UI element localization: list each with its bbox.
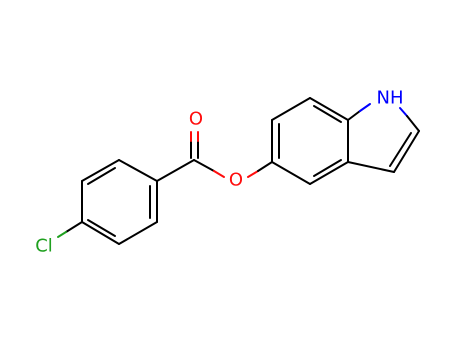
bond-ring-carbonyl	[156, 159, 195, 182]
bond-c7a-n1-blue	[359, 103, 371, 112]
indole-pyrrole-ring	[347, 103, 420, 173]
bond-n1-c2	[406, 115, 420, 132]
bond-c3a-c4-indole	[309, 161, 349, 185]
bond-c3-c3a	[347, 161, 395, 173]
bond-ester-o-indole	[257, 161, 273, 172]
bond-cl-segment	[57, 231, 67, 238]
indole-aromatic-inner-2	[313, 105, 342, 123]
bond-c2-c3-double	[389, 132, 412, 167]
bond-c5-c6	[81, 159, 120, 182]
bond-c7-c7a-indole	[309, 97, 349, 121]
bond-c6-c1	[118, 159, 158, 182]
indole-benzene-ring	[271, 97, 349, 185]
bond-c6-c7-indole	[271, 97, 311, 121]
aromatic-inner-2	[87, 219, 116, 237]
bond-c7a-n1	[347, 110, 361, 121]
bond-c2-c3	[118, 221, 158, 245]
bond-c4-c5-indole	[271, 161, 311, 185]
bond-carbonyl-ester-o	[193, 159, 215, 172]
carbonyl-oxygen-label: O	[189, 109, 203, 130]
indole-nh-label: NH	[377, 88, 404, 109]
indole-aromatic-inner-3	[313, 159, 342, 177]
bond-c4-cl	[65, 221, 83, 233]
bond-c3-c4	[81, 221, 120, 245]
bond-carbonyl-ester-o-red	[213, 170, 225, 178]
ester-oxygen-label: O	[229, 170, 243, 191]
aromatic-inner-3	[87, 167, 116, 185]
bond-n1-c2-blue	[399, 107, 408, 117]
chlorophenyl-ring	[81, 159, 158, 245]
bond-c2-c3	[393, 130, 420, 173]
chlorine-atom-label: Cl	[35, 236, 53, 257]
bond-ester-o-indole-red	[247, 170, 259, 178]
